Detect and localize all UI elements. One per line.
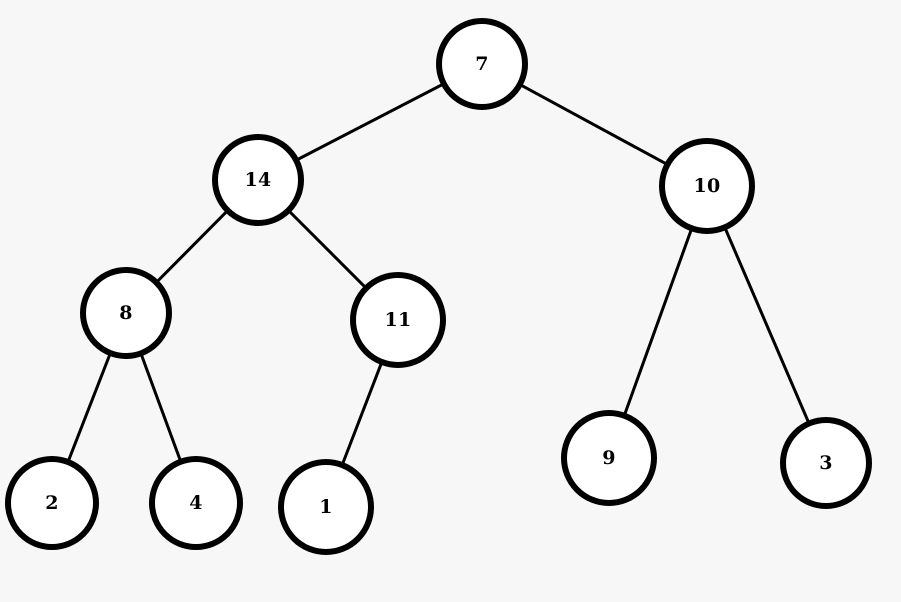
tree-node-label: 3 [819, 451, 833, 474]
tree-node-9[interactable]: 9 [561, 410, 657, 506]
tree-node-label: 8 [119, 301, 133, 324]
tree-node-1[interactable]: 1 [278, 459, 374, 555]
tree-node-label: 10 [693, 174, 721, 197]
tree-node-3[interactable]: 3 [780, 417, 872, 509]
tree-node-label: 9 [602, 446, 616, 469]
tree-node-7[interactable]: 7 [436, 18, 528, 110]
tree-node-label: 11 [384, 308, 412, 331]
tree-node-label: 7 [475, 52, 489, 75]
tree-edge [705, 184, 828, 465]
tree-node-8[interactable]: 8 [80, 267, 172, 359]
tree-node-2[interactable]: 2 [5, 456, 99, 550]
tree-node-14[interactable]: 14 [212, 134, 304, 226]
tree-node-label: 14 [244, 168, 272, 191]
tree-node-label: 2 [45, 491, 59, 514]
tree-node-11[interactable]: 11 [350, 272, 446, 368]
tree-node-10[interactable]: 10 [659, 138, 755, 234]
tree-node-label: 1 [319, 495, 333, 518]
tree-node-label: 4 [189, 491, 203, 514]
tree-node-4[interactable]: 4 [149, 456, 243, 550]
